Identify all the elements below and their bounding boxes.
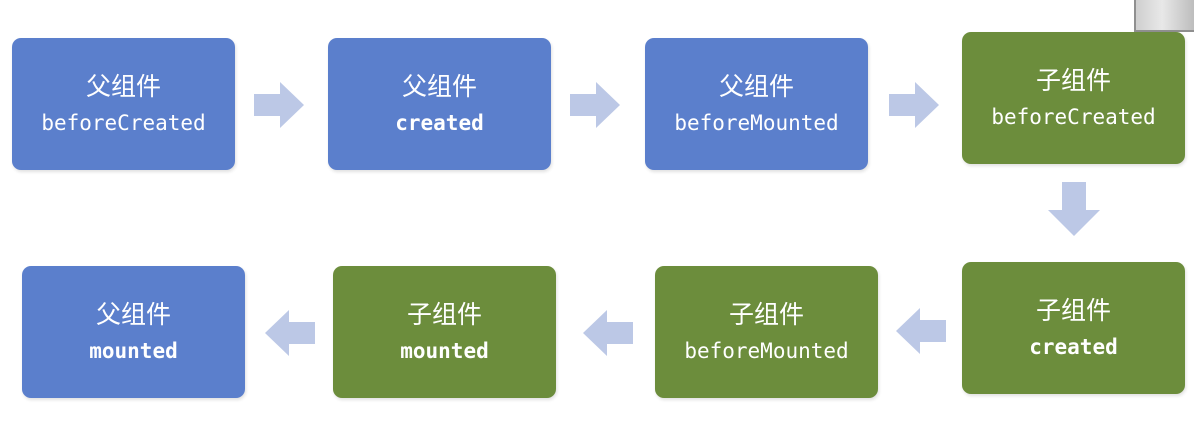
node-owner-label: 父组件	[718, 72, 794, 101]
node-parent-beforemounted: 父组件 beforeMounted	[645, 38, 868, 170]
arrow-left-icon	[583, 308, 633, 358]
node-child-created: 子组件 created	[962, 262, 1185, 394]
node-hook-label: created	[1029, 335, 1118, 359]
node-hook-label: mounted	[400, 339, 489, 363]
node-owner-label: 子组件	[1035, 296, 1111, 325]
arrow-right-icon	[570, 80, 620, 130]
node-hook-label: beforeCreated	[41, 111, 206, 135]
node-hook-label: beforeMounted	[684, 339, 849, 363]
node-owner-label: 父组件	[95, 300, 171, 329]
node-child-beforemounted: 子组件 beforeMounted	[655, 266, 878, 398]
node-owner-label: 子组件	[406, 300, 482, 329]
arrow-right-icon	[889, 80, 939, 130]
node-hook-label: beforeCreated	[991, 105, 1156, 129]
node-parent-created: 父组件 created	[328, 38, 551, 170]
arrow-down-icon	[1048, 182, 1100, 236]
arrow-left-icon	[896, 306, 946, 356]
node-child-mounted: 子组件 mounted	[333, 266, 556, 398]
arrow-left-icon	[265, 308, 315, 358]
node-parent-beforecreated: 父组件 beforeCreated	[12, 38, 235, 170]
node-owner-label: 父组件	[401, 72, 477, 101]
node-owner-label: 子组件	[1035, 66, 1111, 95]
arrow-right-icon	[254, 80, 304, 130]
node-owner-label: 子组件	[728, 300, 804, 329]
node-hook-label: mounted	[89, 339, 178, 363]
node-hook-label: created	[395, 111, 484, 135]
node-hook-label: beforeMounted	[674, 111, 839, 135]
node-owner-label: 父组件	[85, 72, 161, 101]
node-child-beforecreated: 子组件 beforeCreated	[962, 32, 1185, 164]
video-thumbnail	[1134, 0, 1194, 32]
node-parent-mounted: 父组件 mounted	[22, 266, 245, 398]
